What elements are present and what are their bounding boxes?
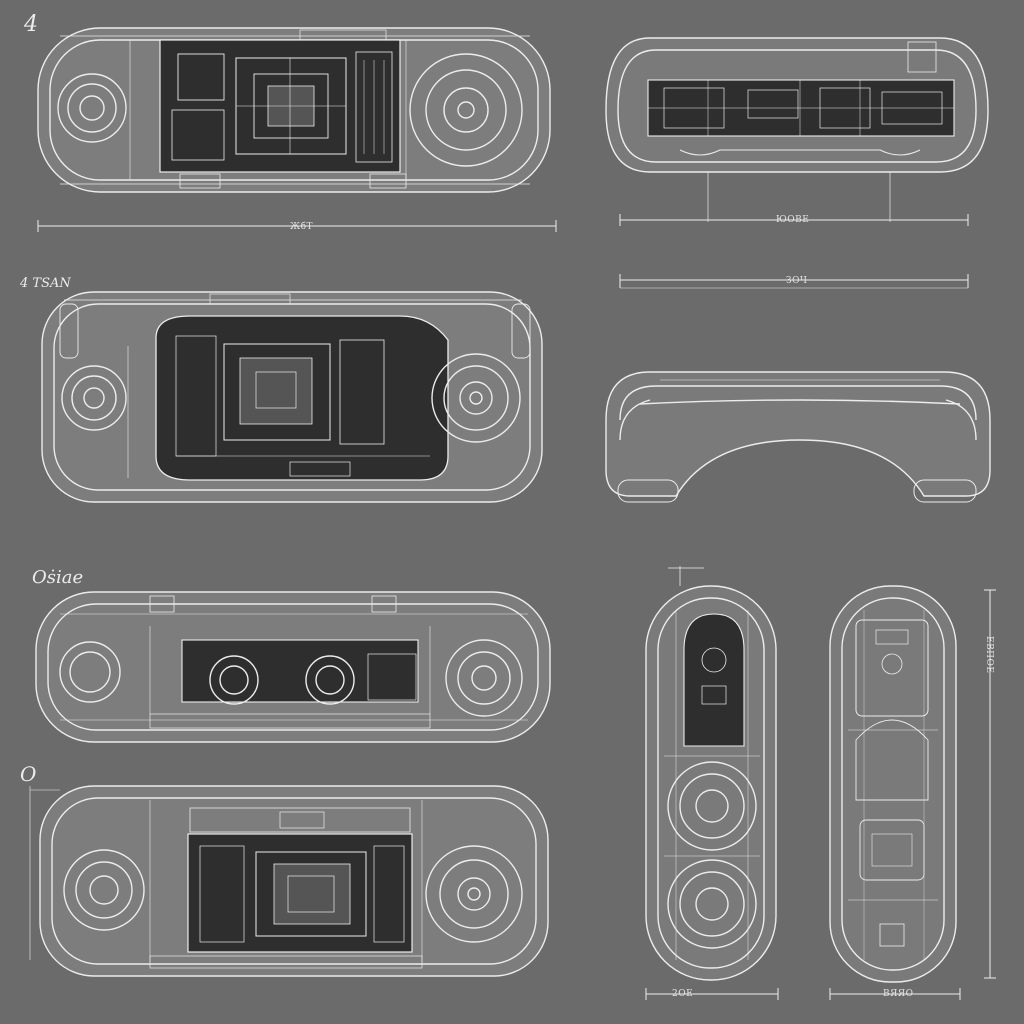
dimension-label-side-vertical: ЕВПОЕ: [984, 636, 994, 674]
dimension-label-top-right: ЮОВЕ: [776, 215, 810, 225]
device-view-top-right: [605, 37, 989, 222]
dimension-label-upper-right: ЗОЧ: [786, 276, 808, 286]
device-view-vertical-side: [829, 585, 957, 983]
view-label-4: O: [20, 762, 37, 786]
device-view-top-left: [37, 27, 551, 193]
device-view-middle-right: [605, 371, 991, 503]
device-view-vertical-front: [645, 566, 777, 981]
view-label-2: 4 TSAN: [20, 276, 71, 291]
device-view-lower-left: [35, 591, 551, 743]
device-view-middle-left: [41, 291, 543, 503]
device-view-bottom-left: [29, 785, 549, 977]
dimension-label-bottom-side: ВЯЯО: [883, 989, 914, 999]
dimension-label-bottom-front: 2ОЕ: [672, 989, 694, 999]
view-label-3: Oṡiae: [32, 567, 84, 588]
view-label-1: 4: [24, 12, 38, 37]
dimension-label-top-left: ЖбТ: [290, 222, 314, 232]
